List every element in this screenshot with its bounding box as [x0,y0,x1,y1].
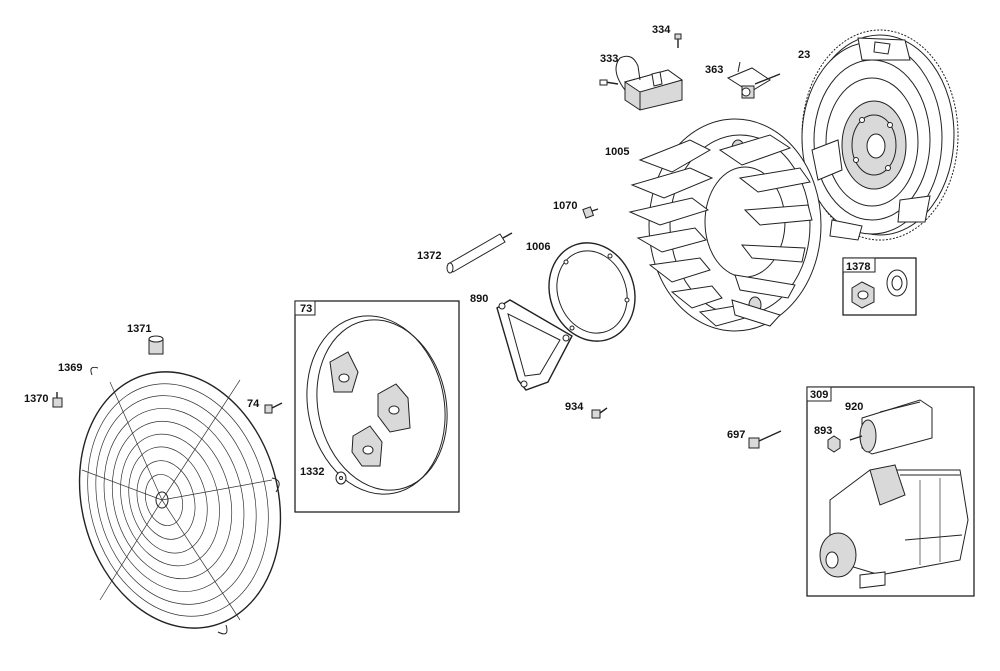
label-697: 697 [727,429,745,441]
label-73: 73 [300,303,312,315]
label-1332: 1332 [300,466,324,478]
label-23: 23 [798,49,810,61]
label-309: 309 [810,389,828,401]
starter-motor-body[interactable] [819,464,969,589]
spacer-1371[interactable] [148,335,164,355]
ignition-coil-333[interactable] [599,55,684,111]
label-893: 893 [814,425,832,437]
label-363: 363 [705,64,723,76]
label-1006: 1006 [526,241,550,253]
standoff-1372[interactable] [446,232,513,274]
bolt-1070[interactable] [582,206,599,219]
starter-motor-kit-309[interactable] [806,386,975,597]
gasket-1006[interactable] [535,231,648,354]
flywheel-fan-1005[interactable] [628,118,822,332]
solenoid-920[interactable] [849,399,933,455]
label-920: 920 [845,401,863,413]
bolt-934[interactable] [591,407,608,419]
screw-74[interactable] [264,402,283,414]
bracket-363[interactable] [726,61,781,99]
label-1371: 1371 [127,323,151,335]
label-1372: 1372 [417,250,441,262]
bolt-1370[interactable] [52,392,63,408]
label-890: 890 [470,293,488,305]
label-1369: 1369 [58,362,82,374]
nut-893[interactable] [827,435,841,453]
label-333: 333 [600,53,618,65]
label-1070: 1070 [553,200,577,212]
bracket-890[interactable] [496,299,573,391]
label-934: 934 [565,401,584,413]
bolt-697[interactable] [748,430,782,449]
nut-washer-kit-1378[interactable] [842,257,917,316]
label-1005: 1005 [605,146,629,158]
screw-334[interactable] [674,33,682,48]
label-1378: 1378 [846,261,870,273]
label-334: 334 [652,24,671,36]
flywheel-23[interactable] [801,29,959,241]
label-74: 74 [247,398,260,410]
fan-guard-1369[interactable] [52,349,309,651]
cover-plate-kit-73[interactable] [291,300,463,513]
label-1370: 1370 [24,393,48,405]
